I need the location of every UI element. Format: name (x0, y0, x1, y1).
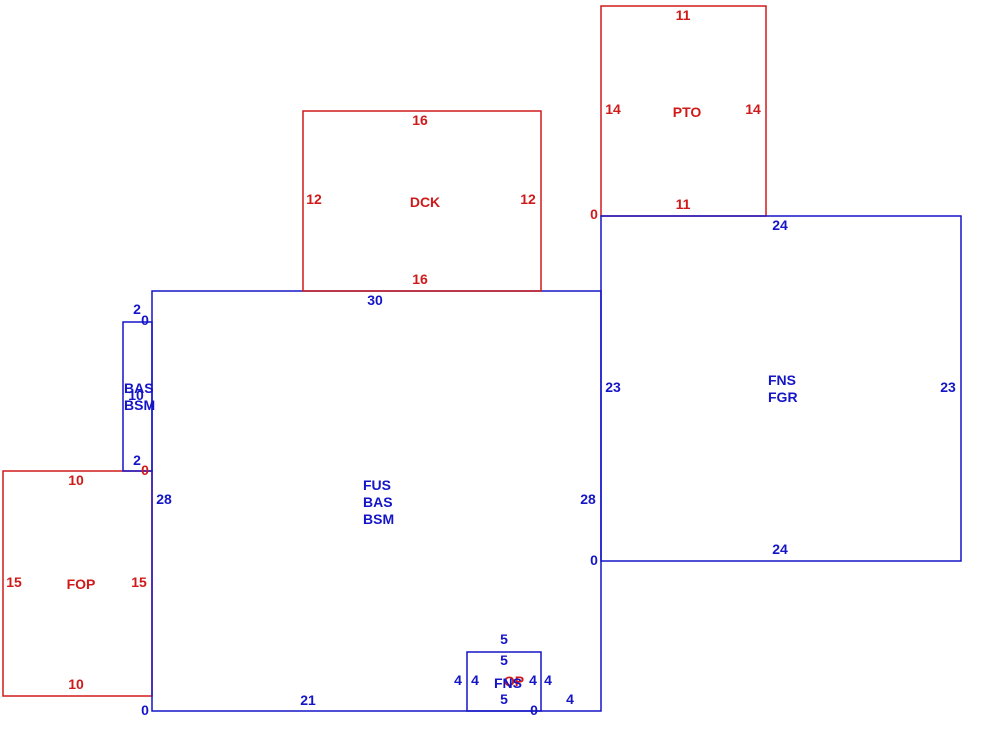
dck-outline (302, 110, 542, 292)
fop-bottom-dim: 10 (68, 676, 84, 692)
main-corner-bottom-left: 0 (141, 702, 149, 718)
dck-label: DCK (410, 194, 440, 210)
bas-small-overlap-dim: 10 (128, 387, 144, 403)
fns-fgr-label-2: FGR (768, 389, 798, 405)
main-label-2: BAS (363, 494, 393, 510)
dck-right-dim: 12 (520, 191, 536, 207)
bas-small-label-2: BSM (124, 397, 155, 413)
fns-small-outline (466, 651, 542, 712)
fns-small-left-outer-dim: 4 (454, 672, 462, 688)
main-label-1: FUS (363, 477, 391, 493)
dck-top-dim: 16 (412, 112, 428, 128)
fns-small-right-inner-dim: 4 (529, 672, 537, 688)
fns-small-top-outer-dim: 5 (500, 631, 508, 647)
fns-fgr-right-dim: 23 (940, 379, 956, 395)
main-corner-right: 0 (590, 552, 598, 568)
pto-bottom-dim: 11 (676, 196, 691, 212)
dck-bottom-dim: 16 (412, 271, 428, 287)
area-dck: 16 16 12 12 DCK (302, 110, 542, 292)
main-label-3: BSM (363, 511, 394, 527)
bas-small-top-corner: 0 (141, 312, 149, 328)
pto-left-dim: 14 (605, 101, 621, 117)
fns-fgr-label-1: FNS (768, 372, 796, 388)
pto-top-dim: 11 (676, 7, 691, 23)
fop-label: FOP (67, 576, 96, 592)
fns-small-top-inner-dim: 5 (500, 652, 508, 668)
pto-right-dim: 14 (745, 101, 761, 117)
fns-small-op-label: OP (504, 673, 524, 689)
fns-small-label: FNS (494, 675, 522, 691)
area-fop: 10 10 15 15 FOP (2, 470, 153, 697)
fns-small-corner: 0 (530, 702, 538, 718)
area-pto: 11 11 14 14 0 PTO (590, 5, 767, 222)
fns-fgr-bottom-dim: 24 (772, 541, 788, 557)
area-bas-small: 2 0 2 0 10 BAS BSM (122, 301, 155, 478)
fns-fgr-outline (600, 215, 962, 562)
area-fns-small: 5 5 5 4 4 4 4 0 4 OP FNS (454, 631, 574, 718)
fop-right-dim: 15 (131, 574, 147, 590)
pto-label: PTO (673, 104, 702, 120)
main-left-dim: 28 (156, 491, 172, 507)
main-bottom-dim: 21 (300, 692, 316, 708)
bas-small-top-dim: 2 (133, 301, 141, 317)
fns-small-edge-dim: 4 (566, 691, 574, 707)
area-main: 30 21 28 28 0 0 FUS BAS BSM (141, 290, 602, 718)
fns-small-left-inner-dim: 4 (471, 672, 479, 688)
pto-corner: 0 (590, 206, 598, 222)
dck-left-dim: 12 (306, 191, 322, 207)
fns-fgr-left-dim: 23 (605, 379, 621, 395)
fop-left-dim: 15 (6, 574, 22, 590)
fop-top-dim: 10 (68, 472, 84, 488)
area-fns-fgr: 24 24 23 23 FNS FGR (600, 215, 962, 562)
fns-fgr-top-dim: 24 (772, 217, 788, 233)
fns-small-bottom-dim: 5 (500, 691, 508, 707)
bas-small-bottom-dim: 2 (133, 452, 141, 468)
bas-small-label-1: BAS (124, 380, 154, 396)
fns-small-right-outer-dim: 4 (544, 672, 552, 688)
bas-small-bottom-corner: 0 (141, 462, 149, 478)
main-top-dim: 30 (367, 292, 383, 308)
main-right-dim: 28 (580, 491, 596, 507)
